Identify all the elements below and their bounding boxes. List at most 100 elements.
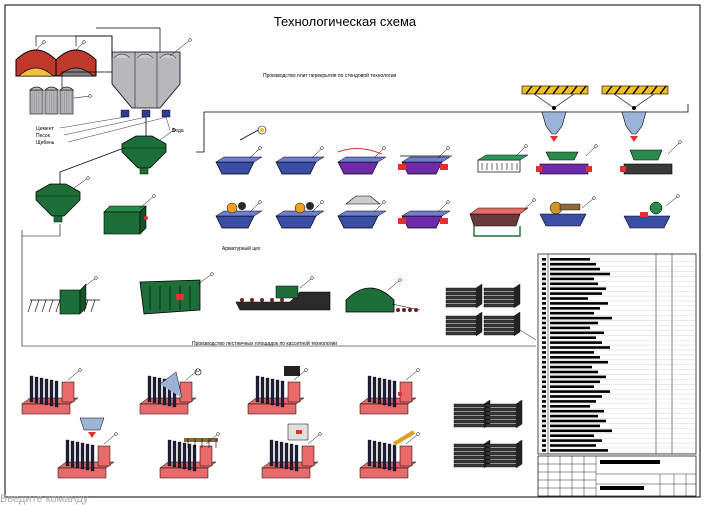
cassette-station-4 [359,368,420,415]
slab [483,319,515,324]
leader-line [581,197,595,209]
tray-body [275,161,317,175]
table-row-num [542,414,546,418]
mixer-outlet [139,167,149,175]
table-row [550,449,608,452]
crane-rope [613,93,655,109]
silo-top [44,86,59,91]
slab [453,455,485,460]
leader-line [185,369,199,381]
block-text [600,460,660,464]
slab [445,295,477,300]
slab-station-8 [215,200,263,229]
leader-line [311,201,323,213]
stair-stack-2 [485,399,523,429]
roller [226,202,238,214]
leader-bubble [172,128,176,132]
cassette-plate [255,375,260,403]
rack [284,366,300,376]
lid [159,371,183,399]
table-row-num [542,272,546,276]
feed-pipe [96,27,161,52]
leader-bubble [304,368,308,372]
slab [483,323,515,328]
table-row-num [542,287,546,290]
crane-stripe [570,85,578,95]
table-row [550,346,610,349]
table-row-num [542,331,546,335]
tray-body [401,215,443,229]
tray-body [623,163,673,175]
table-row [550,336,596,339]
table-row [550,331,604,335]
tray-top [477,154,529,161]
cassette-plate [147,375,152,403]
table-row [550,395,602,398]
cassette-plate [75,441,80,469]
slab [483,287,515,292]
table-row-num [542,321,546,325]
concrete-mixer-2 [35,176,90,223]
cassette-plate [382,442,387,470]
slab [483,299,515,304]
crane-stripe [552,85,560,95]
slab [445,287,477,292]
table-row [550,307,600,310]
table-row-num [542,258,546,261]
hook [552,106,556,110]
table-row [550,302,608,305]
mixer-feed [59,147,125,184]
table-row-num [542,262,546,266]
bin-cap [136,53,154,59]
dispenser [120,109,130,118]
table-row-num [542,346,546,349]
bucket [621,111,647,135]
slab [483,331,515,336]
crane-stripe [579,85,587,95]
conveyor [235,291,331,311]
vibrator [392,430,416,446]
crane-stripe [641,85,649,95]
table-row [550,316,612,320]
cassette-plate [279,441,284,469]
slab [453,459,485,464]
box-top [103,205,147,213]
slab-station-10 [337,195,387,229]
slab [485,459,517,464]
slab [453,423,485,428]
mixer-outlet [53,215,63,223]
slab [483,295,515,300]
cassette-plate [392,380,397,408]
cassette-plate [284,442,289,470]
pour [630,136,638,142]
leader-line [387,279,401,291]
table-row-num [542,385,546,388]
saw-arm [559,203,581,211]
clamp [620,166,626,172]
slab-station-11 [398,200,451,229]
base [261,467,311,479]
leader-bubble [258,200,262,204]
command-line[interactable]: Введите команду [0,493,89,505]
cassette-plate [382,378,387,406]
leader-line [67,369,81,381]
dispenser [141,109,151,118]
slab-station-14 [623,194,680,229]
table-row [550,267,600,271]
roller [306,202,314,210]
cassette-plate [49,379,54,407]
clamp [536,166,542,172]
slab [485,443,517,448]
stack-side [513,311,521,337]
leader-bubble [310,276,314,280]
table-row [550,375,606,379]
reel-core [260,128,264,132]
crane-hopper-2 [601,85,669,142]
concrete-distributor [103,194,156,235]
leader-line [35,41,45,51]
tray-top [215,210,263,217]
leader-line [523,199,535,211]
table-row [550,287,606,290]
table-row [550,444,596,447]
leader-bubble [592,196,596,200]
